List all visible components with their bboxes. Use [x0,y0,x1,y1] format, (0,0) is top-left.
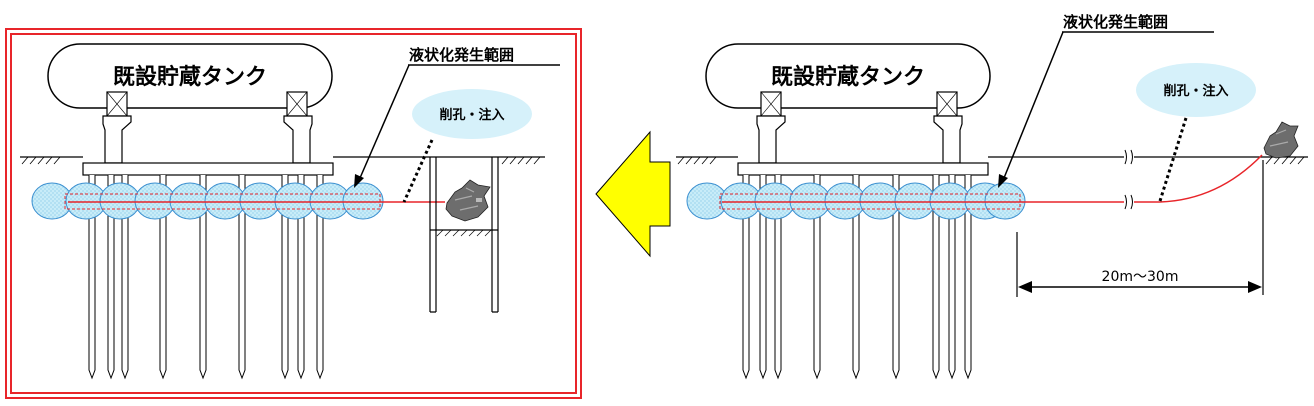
drilling-callout [412,89,532,139]
pedestal-right [283,115,313,164]
drilling-leader [1158,117,1188,202]
pile [238,175,246,380]
pile [121,175,129,380]
pile [932,175,940,380]
ground-hatch [21,156,61,165]
drilling-machine-icon [1263,121,1299,159]
pile [159,175,167,380]
pile [759,175,767,380]
liquefaction-zone [686,182,1026,220]
foundation-piles [742,175,972,380]
pile [948,175,956,380]
pedestal-left [756,115,786,164]
drilling-label: 削孔・注入 [1163,83,1228,99]
ground-break-mark [1124,149,1133,165]
pile [892,175,900,380]
highlight-frame-outer [5,28,582,399]
pile [964,175,972,380]
direction-arrow-icon [595,130,671,258]
injection-curve [1134,154,1263,203]
drilling-callout [1136,63,1256,117]
pile [852,175,860,380]
ground-hatch [677,156,717,165]
left-panel: 既設貯蔵タンク [5,28,582,399]
pile [88,175,96,380]
drilling-leader [402,139,434,203]
liquefaction-zone [31,182,384,220]
right-panel: 既設貯蔵タンク [676,13,1308,380]
drilling-label: 削孔・注入 [439,107,504,123]
liquefaction-pointer [359,64,410,179]
pile [316,175,324,380]
foundation-slab [737,162,989,176]
pile [742,175,750,380]
injection-line-break [1124,194,1133,210]
tank-label: 既設貯蔵タンク [113,64,267,90]
pile [281,175,289,380]
pile [813,175,821,380]
foundation-slab [82,162,334,176]
liquefaction-pointer [1003,31,1064,179]
tank-label: 既設貯蔵タンク [771,64,925,90]
foundation-piles [88,175,324,380]
liquefaction-label: 液状化発生範囲 [1063,13,1168,31]
distance-label: 20m〜30m [1102,269,1179,285]
retaining-wall [429,157,499,313]
pile [199,175,207,380]
drilling-machine-icon [445,179,491,222]
pile [297,175,305,380]
highlight-frame-inner [10,33,577,394]
pile [774,175,782,380]
pile [107,175,115,380]
pedestal-right [933,115,963,164]
liquefaction-label: 液状化発生範囲 [409,46,514,64]
pedestal-left [102,115,132,164]
